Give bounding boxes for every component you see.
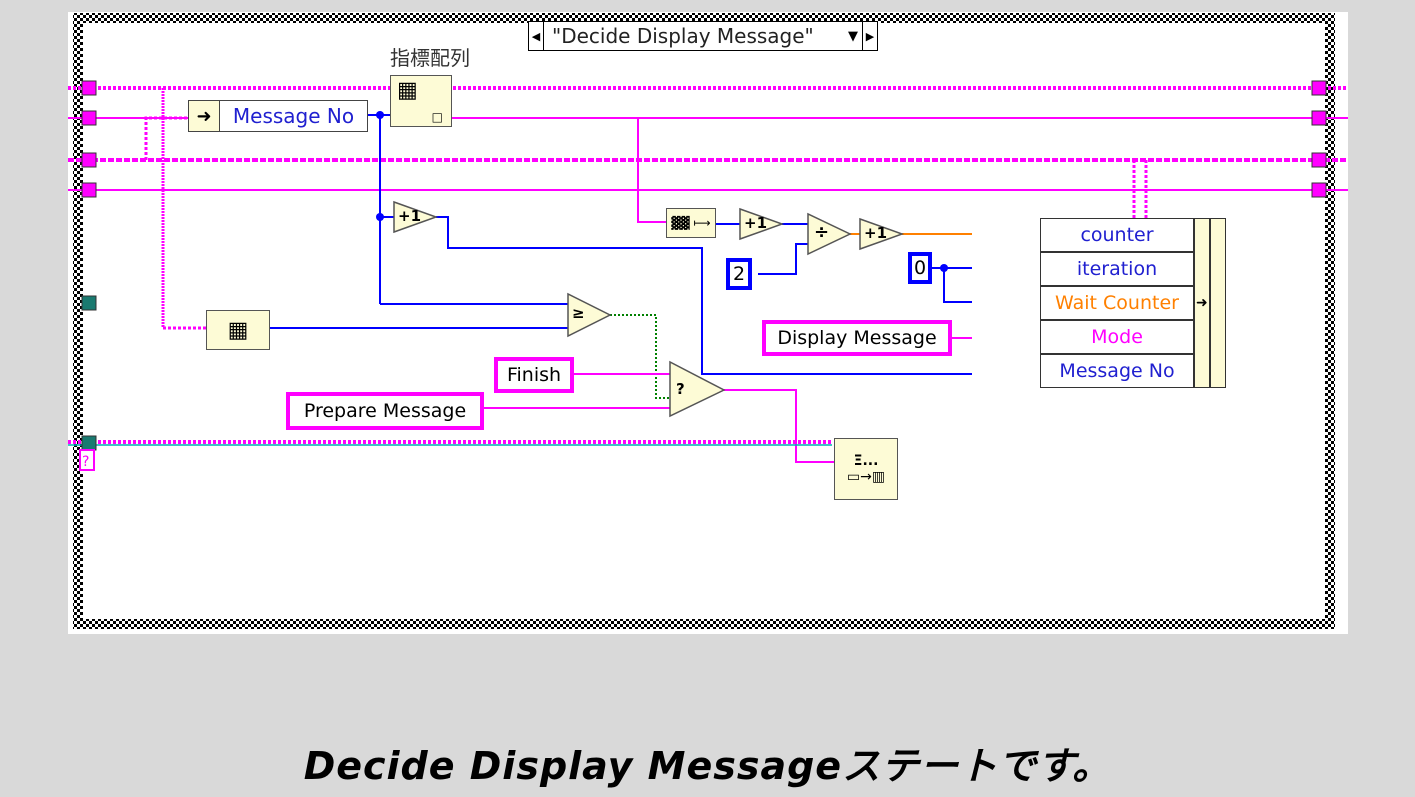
- left-shift-register-tunnels: ?: [79, 80, 97, 471]
- bundle-field-label: iteration: [1076, 258, 1158, 280]
- constant-display-message[interactable]: Display Message: [762, 320, 952, 356]
- wires-layer: ?: [68, 13, 1348, 629]
- constant-finish[interactable]: Finish: [494, 357, 574, 393]
- greater-equal-label: ≥: [572, 304, 585, 322]
- bundle-field-mode[interactable]: Mode: [1040, 320, 1194, 354]
- increment-node-a[interactable]: [393, 200, 439, 234]
- next-case-icon[interactable]: ▶: [862, 22, 877, 50]
- bundle-field-message-no[interactable]: Message No: [1040, 354, 1194, 388]
- svg-text:?: ?: [82, 454, 89, 470]
- bundle-field-counter[interactable]: counter: [1040, 218, 1194, 252]
- divide-node[interactable]: [807, 212, 852, 256]
- bundle-field-label: counter: [1080, 224, 1154, 246]
- increment-node-b[interactable]: [739, 207, 785, 241]
- case-structure-frame[interactable]: [73, 13, 1335, 629]
- constant-prepare-message[interactable]: Prepare Message: [286, 392, 484, 430]
- prev-case-icon[interactable]: ◀: [529, 22, 544, 50]
- select-label: ?: [676, 380, 685, 398]
- case-label: "Decide Display Message": [552, 24, 814, 48]
- queue-icon: ▭→▥: [846, 469, 886, 485]
- block-diagram: ? ◀ "Decide Display Message" ▼ ▶ 指標配列 ▦ …: [68, 12, 1348, 634]
- bundle-field-label: Wait Counter: [1055, 292, 1179, 314]
- bundle-output-arrow-icon: ➜: [1196, 295, 1208, 311]
- bundle-field-label: Mode: [1091, 326, 1143, 348]
- constant-two[interactable]: 2: [726, 258, 752, 290]
- index-array-node[interactable]: ▦ □: [390, 75, 452, 127]
- unbundle-field-message-no[interactable]: Message No: [232, 104, 355, 128]
- bundle-field-wait-counter[interactable]: Wait Counter: [1040, 286, 1194, 320]
- enqueue-label: Ξ...: [853, 453, 879, 469]
- bundle-field-label: Message No: [1059, 360, 1175, 382]
- arrow-right-icon: ➜: [189, 101, 220, 131]
- array-size-node[interactable]: ▓▓ ⟼: [666, 208, 716, 238]
- case-selector[interactable]: ◀ "Decide Display Message" ▼ ▶: [528, 21, 878, 51]
- increment-c-label: +1: [864, 224, 888, 242]
- increment-a-label: +1: [398, 207, 422, 225]
- unbundle-by-name-node[interactable]: ➜ Message No: [188, 100, 368, 132]
- bundle-field-iteration[interactable]: iteration: [1040, 252, 1194, 286]
- constant-zero[interactable]: 0: [908, 252, 932, 284]
- array-dimension-node[interactable]: ▦: [206, 310, 270, 350]
- increment-b-label: +1: [744, 214, 768, 232]
- caption: Decide Display Messageステートです。: [303, 744, 1112, 788]
- greater-or-equal-node[interactable]: [567, 292, 612, 338]
- index-indicator-icon: □: [431, 110, 443, 124]
- right-shift-register-tunnels: [1311, 80, 1327, 198]
- select-node[interactable]: [669, 360, 726, 418]
- increment-node-c[interactable]: [859, 217, 905, 251]
- array-grid-icon: ▦: [397, 78, 418, 103]
- bundle-output-strip: [1210, 218, 1226, 388]
- bundle-terminal-strip: [1194, 218, 1210, 388]
- dropdown-icon[interactable]: ▼: [848, 28, 858, 44]
- index-array-label: 指標配列: [390, 46, 470, 70]
- enqueue-message-node[interactable]: Ξ... ▭→▥: [834, 438, 898, 500]
- divide-label: ÷: [814, 222, 830, 243]
